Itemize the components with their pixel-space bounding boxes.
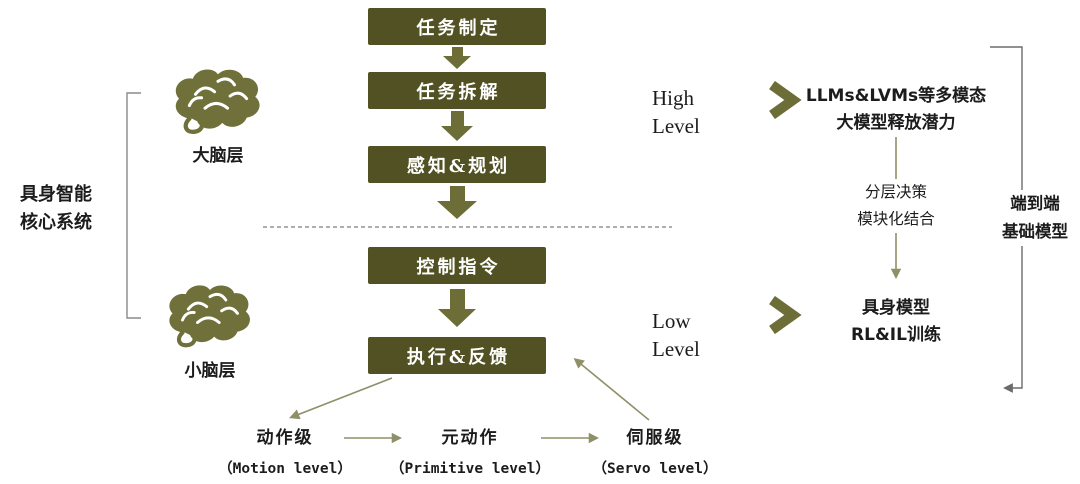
flow-box-execution-feedback: 执行&反馈 xyxy=(368,337,546,374)
flow-box-control-command: 控制指令 xyxy=(368,247,546,284)
left-bracket-line xyxy=(126,92,141,319)
cerebellum-layer-label: 小脑层 xyxy=(184,361,236,381)
flow-down-arrow xyxy=(433,47,481,69)
high-level-text: LLMs&LVMs等多模态 大模型释放潜力 xyxy=(805,86,987,134)
brain-icon xyxy=(166,66,270,140)
motion-level-item: 动作级 （Motion level） xyxy=(203,423,367,478)
end-to-end-label: 端到端 基础模型 xyxy=(998,190,1072,247)
flow-box-task-decomposition: 任务拆解 xyxy=(368,72,546,109)
low-level-label: Low Level xyxy=(652,309,700,362)
servo-to-exec-arrow xyxy=(573,358,650,421)
primitive-level-en: （Primitive level） xyxy=(390,461,550,477)
flow-box-perception-planning: 感知&规划 xyxy=(368,146,546,183)
flow-box-task-formulation: 任务制定 xyxy=(368,8,546,45)
flow-down-arrow xyxy=(433,186,481,219)
exec-to-motion-arrow xyxy=(289,377,393,420)
low-level-text: 具身模型 RL&IL训练 xyxy=(851,298,941,346)
motion-level-zh: 动作级 xyxy=(256,428,314,448)
cerebellum-icon xyxy=(160,282,260,353)
core-system-label: 具身智能 核心系统 xyxy=(20,184,92,233)
servo-level-zh: 伺服级 xyxy=(626,428,684,448)
brain-layer-label: 大脑层 xyxy=(192,146,244,166)
motion-level-en: （Motion level） xyxy=(218,461,352,477)
primitive-level-item: 元动作 （Primitive level） xyxy=(388,423,552,478)
servo-level-item: 伺服级 （Servo level） xyxy=(573,423,737,478)
flow-down-arrow xyxy=(433,111,481,141)
bridge-text: 分层决策 模块化结合 xyxy=(848,179,944,234)
chevron-right-icon xyxy=(769,296,802,334)
primitive-level-zh: 元动作 xyxy=(441,428,499,448)
high-level-label: High Level xyxy=(652,86,700,139)
servo-level-en: （Servo level） xyxy=(592,461,718,477)
chevron-right-icon xyxy=(769,81,802,119)
flow-down-arrow xyxy=(433,289,481,327)
